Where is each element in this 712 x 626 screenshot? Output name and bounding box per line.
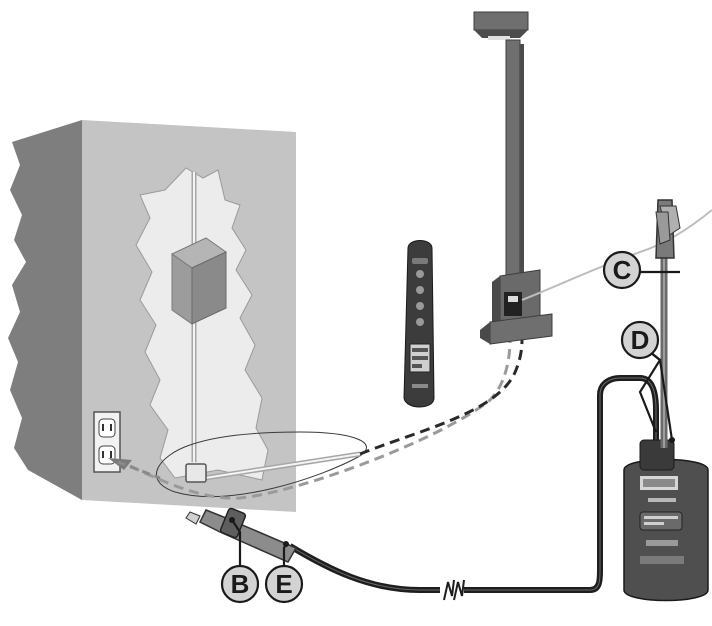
conduit-horizontal-highlight	[204, 453, 361, 479]
callout-e-label: E	[275, 569, 292, 599]
callout-b: B	[220, 564, 260, 604]
conduit-fitting-icon	[185, 463, 207, 483]
wall	[8, 120, 296, 512]
wall-outlet-icon	[93, 411, 121, 473]
leader-b	[231, 519, 242, 566]
wall-side-face	[8, 120, 82, 500]
callout-c: C	[602, 250, 642, 290]
callout-e: E	[264, 564, 304, 604]
cable-break-icon	[440, 578, 465, 602]
junction-box-icon	[171, 237, 227, 325]
callout-c-label: C	[613, 255, 632, 285]
search-area-loop	[155, 431, 367, 498]
leader-b-dot	[229, 517, 235, 523]
leader-d-dot	[669, 437, 675, 443]
arrow-tail	[117, 460, 161, 480]
leader-d-2	[649, 351, 674, 441]
receiver-device-icon	[403, 240, 435, 408]
callout-d: D	[620, 320, 660, 360]
buried-cable-dashed-dark	[359, 337, 524, 456]
transmitter-device-icon	[623, 439, 709, 602]
wall-cavity	[135, 167, 269, 481]
callout-d-label: D	[631, 325, 650, 355]
lamp-post-icon	[473, 11, 553, 345]
leader-e-dot	[283, 541, 289, 547]
alligator-clip-icon	[655, 199, 681, 448]
buried-cable-dashed-light	[129, 339, 512, 500]
callout-b-label: B	[231, 569, 250, 599]
lamp-supply-cable	[521, 209, 712, 301]
